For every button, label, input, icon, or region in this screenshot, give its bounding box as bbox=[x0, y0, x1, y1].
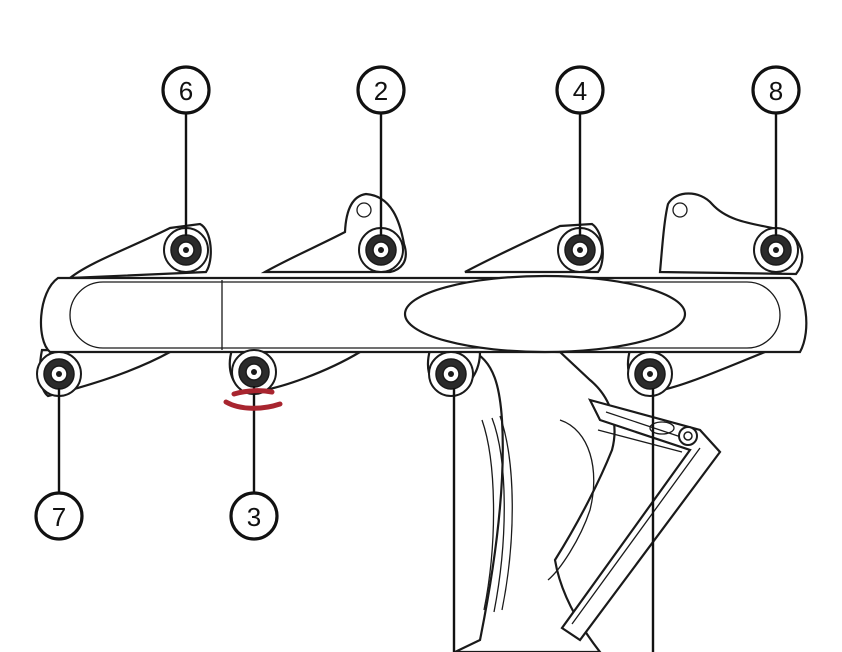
bracket-slot bbox=[649, 421, 675, 435]
leader-lines bbox=[57, 112, 778, 652]
bolt-6 bbox=[163, 227, 209, 273]
callout-8: 8 bbox=[751, 65, 801, 115]
outlet-pipe-edge bbox=[547, 419, 595, 581]
outlet-pipe-rib-2 bbox=[491, 417, 505, 613]
callout-4-label: 4 bbox=[573, 76, 587, 106]
flange-2-hole bbox=[356, 202, 372, 218]
outlet-pipe-rib-3 bbox=[499, 415, 513, 611]
bolt-lower-mid bbox=[428, 351, 474, 397]
callout-7-label: 7 bbox=[52, 502, 66, 532]
bracket-edge-3 bbox=[571, 447, 701, 625]
bracket-edge-1 bbox=[605, 411, 691, 441]
bolt-7 bbox=[36, 351, 82, 397]
callout-2: 2 bbox=[356, 65, 406, 115]
outlet-collector bbox=[403, 274, 687, 354]
bolt-8 bbox=[753, 227, 799, 273]
callout-7: 7 bbox=[34, 491, 84, 541]
callout-4: 4 bbox=[555, 65, 605, 115]
callout-2-label: 2 bbox=[374, 76, 388, 106]
manifold-inner-channel bbox=[69, 281, 781, 349]
manifold-tube bbox=[39, 274, 808, 354]
bracket-plate bbox=[560, 398, 722, 642]
outlet-pipe-rib-1 bbox=[481, 419, 495, 611]
bracket-nut-center bbox=[683, 431, 693, 441]
callout-8-label: 8 bbox=[769, 76, 783, 106]
red-mark-lower bbox=[223, 399, 283, 411]
red-annotation-mark bbox=[223, 388, 283, 411]
red-mark-upper bbox=[231, 388, 275, 397]
callout-3: 3 bbox=[229, 491, 279, 541]
callout-6-label: 6 bbox=[179, 76, 193, 106]
callout-3-label: 3 bbox=[247, 502, 261, 532]
bracket-edge-2 bbox=[597, 429, 683, 453]
bolt-4 bbox=[557, 227, 603, 273]
callout-6: 6 bbox=[161, 65, 211, 115]
bolts bbox=[36, 227, 799, 397]
flange-8-hole bbox=[672, 202, 688, 218]
heat-shield-bracket bbox=[560, 398, 722, 642]
bolt-lower-right bbox=[627, 351, 673, 397]
